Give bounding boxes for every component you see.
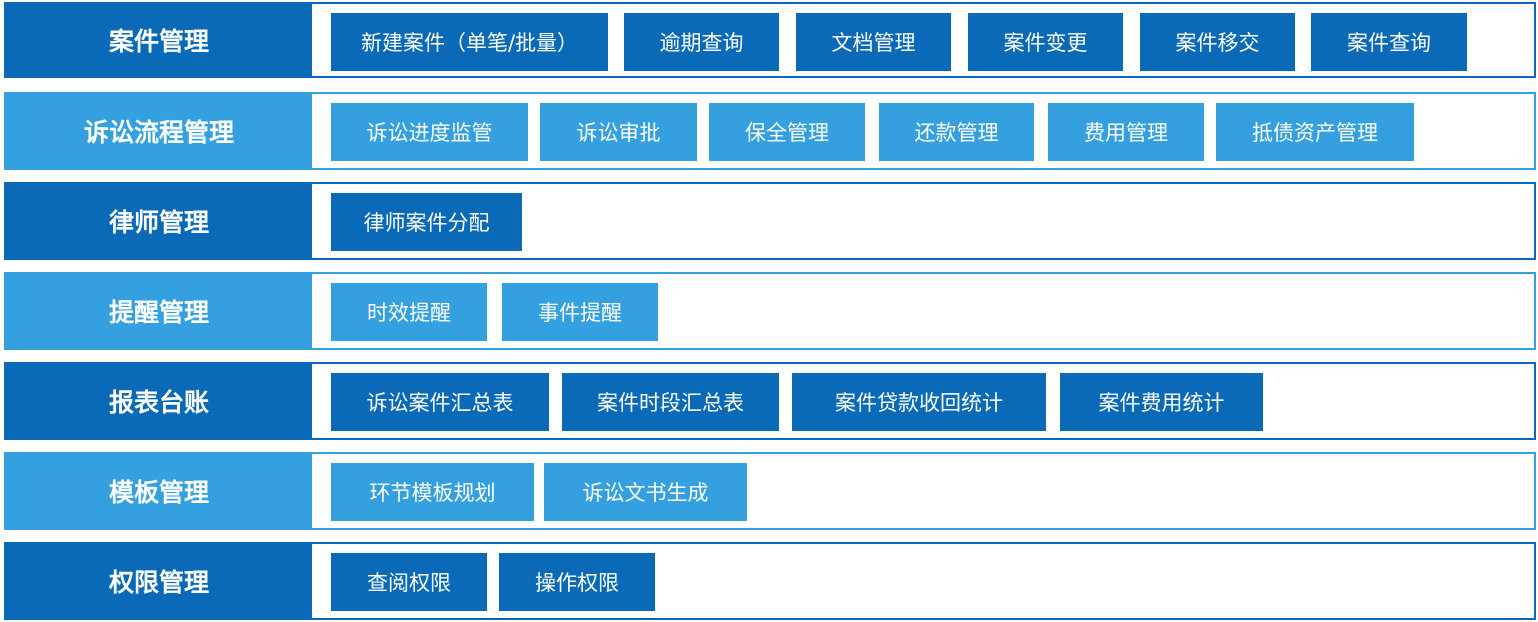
case-change-button[interactable]: 案件变更 [968, 13, 1123, 71]
foreclosed-asset-button[interactable]: 抵债资产管理 [1216, 103, 1414, 161]
fee-management-button[interactable]: 费用管理 [1048, 103, 1204, 161]
case-transfer-button[interactable]: 案件移交 [1140, 13, 1295, 71]
litigation-approval-button[interactable]: 诉讼审批 [540, 103, 697, 161]
category-litigation-process[interactable]: 诉讼流程管理 [6, 94, 312, 168]
new-case-button[interactable]: 新建案件（单笔/批量） [331, 13, 608, 71]
row-reminder-management: 提醒管理 时效提醒 事件提醒 [4, 272, 1536, 350]
litigation-progress-button[interactable]: 诉讼进度监管 [331, 103, 528, 161]
category-template-management[interactable]: 模板管理 [6, 454, 312, 528]
row-litigation-process: 诉讼流程管理 诉讼进度监管 诉讼审批 保全管理 还款管理 费用管理 抵债资产管理 [4, 92, 1536, 170]
overdue-query-button[interactable]: 逾期查询 [624, 13, 779, 71]
limitation-reminder-button[interactable]: 时效提醒 [331, 283, 487, 341]
view-permission-button[interactable]: 查阅权限 [331, 553, 487, 611]
row-case-management: 案件管理 新建案件（单笔/批量） 逾期查询 文档管理 案件变更 案件移交 案件查… [4, 2, 1536, 78]
row-permission-management: 权限管理 查阅权限 操作权限 [4, 542, 1536, 620]
category-case-management[interactable]: 案件管理 [6, 4, 312, 76]
document-management-button[interactable]: 文档管理 [796, 13, 951, 71]
case-period-summary-button[interactable]: 案件时段汇总表 [562, 373, 779, 431]
preservation-management-button[interactable]: 保全管理 [709, 103, 865, 161]
case-query-button[interactable]: 案件查询 [1311, 13, 1467, 71]
lawyer-case-assign-button[interactable]: 律师案件分配 [331, 193, 522, 251]
category-reports-ledger[interactable]: 报表台账 [6, 364, 312, 438]
case-fee-stats-button[interactable]: 案件费用统计 [1060, 373, 1263, 431]
category-permission-management[interactable]: 权限管理 [6, 544, 312, 618]
legal-document-generation-button[interactable]: 诉讼文书生成 [544, 463, 747, 521]
loan-recovery-stats-button[interactable]: 案件贷款收回统计 [792, 373, 1046, 431]
operation-permission-button[interactable]: 操作权限 [499, 553, 655, 611]
row-lawyer-management: 律师管理 律师案件分配 [4, 182, 1536, 260]
row-reports-ledger: 报表台账 诉讼案件汇总表 案件时段汇总表 案件贷款收回统计 案件费用统计 [4, 362, 1536, 440]
category-reminder-management[interactable]: 提醒管理 [6, 274, 312, 348]
event-reminder-button[interactable]: 事件提醒 [502, 283, 658, 341]
row-template-management: 模板管理 环节模板规划 诉讼文书生成 [4, 452, 1536, 530]
litigation-case-summary-button[interactable]: 诉讼案件汇总表 [331, 373, 549, 431]
category-lawyer-management[interactable]: 律师管理 [6, 184, 312, 258]
stage-template-planning-button[interactable]: 环节模板规划 [331, 463, 534, 521]
repayment-management-button[interactable]: 还款管理 [879, 103, 1034, 161]
